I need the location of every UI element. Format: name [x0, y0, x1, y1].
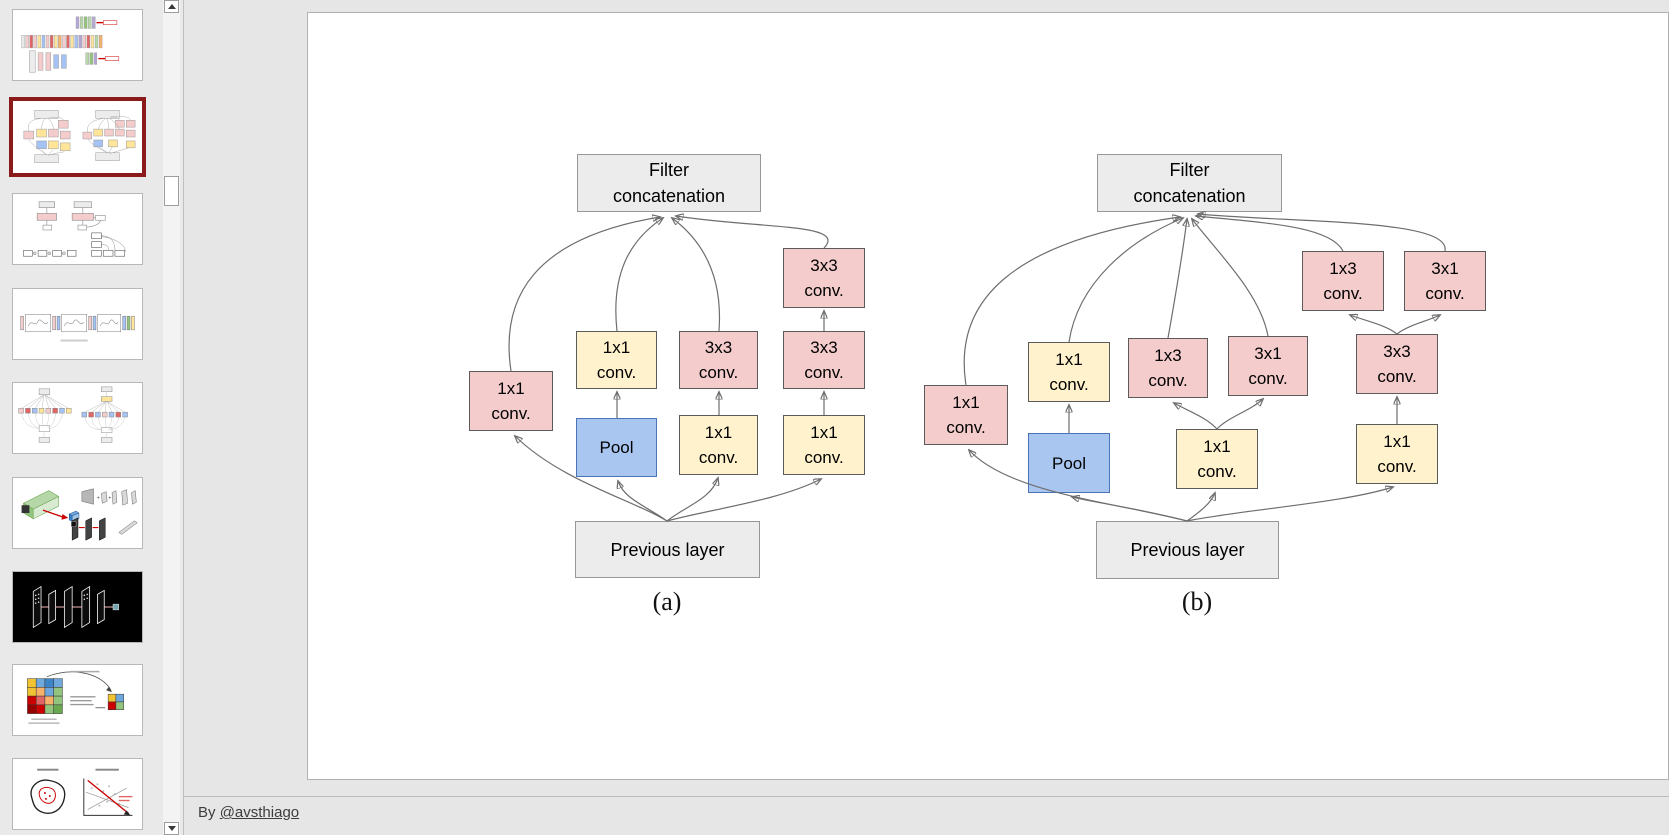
thumbnail-art-3d-volumes: + + — [21, 488, 138, 541]
svg-text:+: + — [108, 495, 112, 501]
node-b-filter-concatenation[interactable]: Filter concatenation — [1097, 154, 1282, 212]
node-a-conv-1x1-branch2-top[interactable]: 1x1 conv. — [576, 331, 657, 389]
node-b-conv-3x3-branch4[interactable]: 3x3 conv. — [1356, 334, 1438, 394]
node-a-pool[interactable]: Pool — [576, 418, 657, 477]
slide-thumbnail-6[interactable]: + + — [12, 477, 143, 549]
node-a-conv-1x1-branch3[interactable]: 1x1 conv. — [679, 415, 758, 475]
scrollbar-thumb[interactable] — [164, 176, 179, 206]
thumbnail-art-plots — [30, 768, 133, 816]
node-b-conv-1x1-branch4[interactable]: 1x1 conv. — [1356, 424, 1438, 484]
slide-thumbnail-4[interactable] — [12, 288, 143, 360]
svg-text:+: + — [96, 495, 100, 501]
slide-thumbnail-2[interactable] — [9, 97, 146, 177]
node-b-conv-1x1-branch2-top[interactable]: 1x1 conv. — [1028, 342, 1110, 402]
thumbnail-art-dense-blocks — [20, 314, 135, 342]
caption-a[interactable]: (a) — [652, 587, 682, 616]
node-b-previous-layer[interactable]: Previous layer — [1096, 521, 1279, 579]
node-b-conv-3x1-branch3[interactable]: 3x1 conv. — [1228, 336, 1308, 396]
node-a-conv-3x3-branch4[interactable]: 3x3 conv. — [783, 331, 865, 389]
slide-thumbnail-panel: + + — [0, 0, 183, 835]
attribution-prefix: By — [198, 804, 216, 821]
thumbnail-art-colored-grids — [27, 670, 124, 724]
thumbnail-art-inception-modules — [23, 110, 136, 163]
slide-thumbnail-8[interactable] — [12, 664, 143, 736]
author-link[interactable]: @avsthiago — [219, 804, 300, 821]
node-b-conv-1x3-branch3[interactable]: 1x3 conv. — [1128, 338, 1208, 398]
node-b-conv-1x1-branch1[interactable]: 1x1 conv. — [924, 385, 1008, 445]
thumbnail-art-network-overview — [21, 16, 120, 73]
node-a-conv-3x3-branch3[interactable]: 3x3 conv. — [679, 331, 758, 389]
node-b-conv-3x1-top[interactable]: 3x1 conv. — [1404, 251, 1486, 311]
thumbnail-art-module-trees — [23, 201, 126, 257]
thumbnail-art-dark-slabs — [32, 585, 120, 629]
slide-canvas[interactable]: Filter concatenation 3x3 conv. 1x1 conv.… — [307, 12, 1669, 780]
scroll-up-arrow-icon — [167, 4, 176, 9]
scroll-up-button[interactable] — [164, 0, 179, 13]
thumbnail-art-fan-trees — [18, 386, 128, 443]
node-a-previous-layer[interactable]: Previous layer — [575, 521, 760, 578]
sidebar-scrollbar[interactable] — [163, 0, 180, 835]
caption-b[interactable]: (b) — [1181, 587, 1213, 616]
sidebar-divider — [183, 0, 184, 835]
node-b-pool[interactable]: Pool — [1028, 433, 1110, 493]
node-b-conv-1x3-top[interactable]: 1x3 conv. — [1302, 251, 1384, 311]
scroll-down-arrow-icon — [167, 826, 176, 831]
slide-thumbnail-7[interactable] — [12, 571, 143, 643]
node-a-conv-3x3-top[interactable]: 3x3 conv. — [783, 248, 865, 308]
node-b-conv-1x1-branch3[interactable]: 1x1 conv. — [1176, 429, 1258, 489]
slide-thumbnail-9[interactable] — [12, 758, 143, 830]
attribution: By @avsthiago — [198, 804, 299, 821]
slide-thumbnail-5[interactable] — [12, 382, 143, 454]
footer-divider — [184, 796, 1669, 797]
scroll-down-button[interactable] — [164, 822, 179, 835]
node-a-conv-1x1-branch4[interactable]: 1x1 conv. — [783, 415, 865, 475]
node-a-conv-1x1-branch1[interactable]: 1x1 conv. — [469, 371, 553, 431]
slide-thumbnail-1[interactable] — [12, 9, 143, 81]
node-a-filter-concatenation[interactable]: Filter concatenation — [577, 154, 761, 212]
slide-thumbnail-3[interactable] — [12, 193, 143, 265]
